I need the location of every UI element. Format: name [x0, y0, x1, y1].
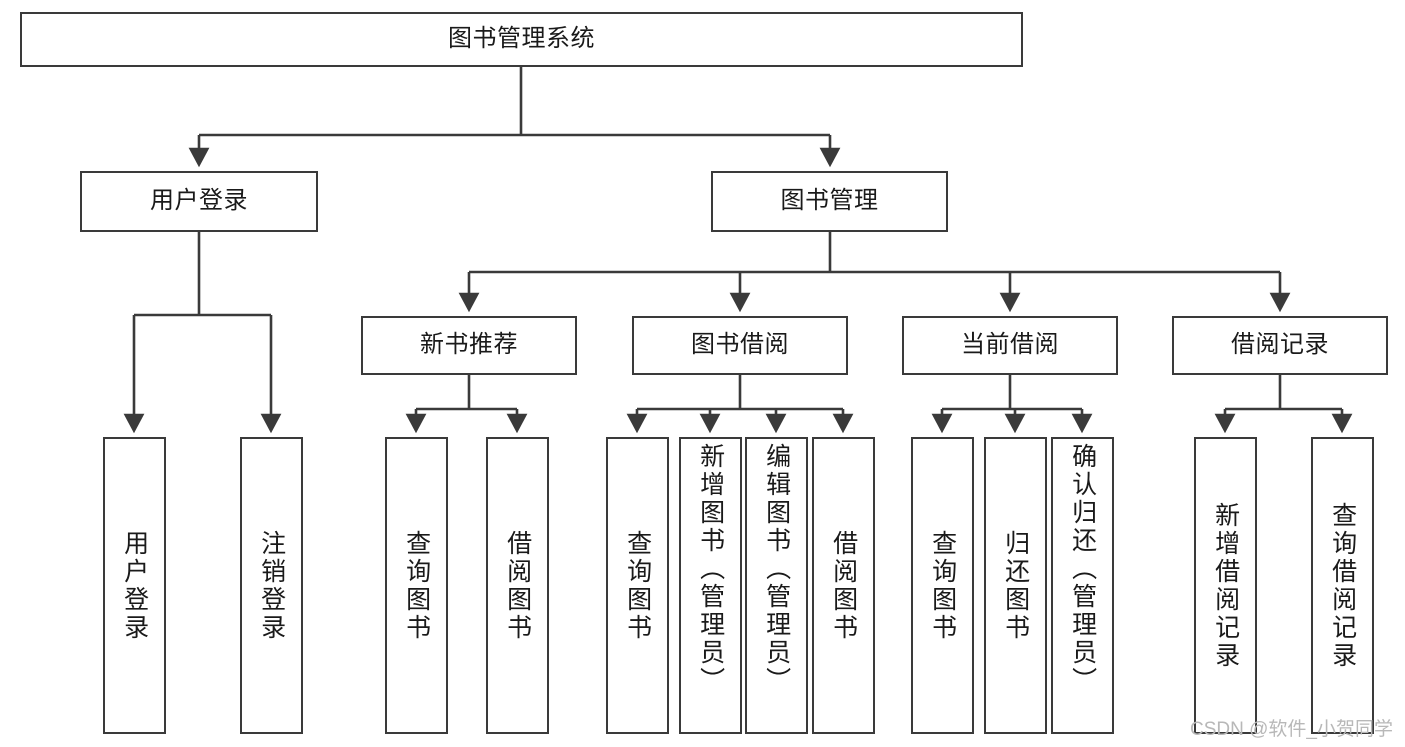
node-book-manage[interactable]: 图书管理 [711, 171, 948, 232]
node-leaf-borrow-book-1[interactable]: 借阅图书 [486, 437, 549, 734]
node-label: 归还图书 [1001, 529, 1030, 642]
node-label: 新增图书（管理员） [696, 443, 725, 695]
node-label: 查询借阅记录 [1328, 501, 1357, 670]
node-label: 查询图书 [623, 529, 652, 642]
node-label: 借阅图书 [503, 529, 532, 642]
node-leaf-add-record[interactable]: 新增借阅记录 [1194, 437, 1257, 734]
node-label: 图书借阅 [691, 331, 789, 359]
node-label: 编辑图书（管理员） [762, 443, 791, 695]
node-root[interactable]: 图书管理系统 [20, 12, 1023, 67]
node-leaf-user-logout[interactable]: 注销登录 [240, 437, 303, 734]
node-leaf-query-book-1[interactable]: 查询图书 [385, 437, 448, 734]
node-leaf-confirm-return[interactable]: 确认归还（管理员） [1051, 437, 1114, 734]
node-borrow-record[interactable]: 借阅记录 [1172, 316, 1388, 375]
node-label: 借阅记录 [1231, 331, 1329, 359]
node-new-book-rec[interactable]: 新书推荐 [361, 316, 577, 375]
csdn-watermark: CSDN @软件_小贺同学 [1190, 719, 1393, 740]
node-label: 用户登录 [150, 187, 248, 215]
node-leaf-edit-book[interactable]: 编辑图书（管理员） [745, 437, 808, 734]
node-leaf-user-login[interactable]: 用户登录 [103, 437, 166, 734]
node-leaf-add-book[interactable]: 新增图书（管理员） [679, 437, 742, 734]
node-leaf-query-book-2[interactable]: 查询图书 [606, 437, 669, 734]
node-leaf-query-record[interactable]: 查询借阅记录 [1311, 437, 1374, 734]
node-book-borrow[interactable]: 图书借阅 [632, 316, 848, 375]
node-label: 用户登录 [120, 529, 149, 642]
node-label: 确认归还（管理员） [1068, 443, 1097, 695]
node-user-login[interactable]: 用户登录 [80, 171, 318, 232]
node-leaf-query-book-3[interactable]: 查询图书 [911, 437, 974, 734]
node-label: 借阅图书 [829, 529, 858, 642]
node-leaf-return-book[interactable]: 归还图书 [984, 437, 1047, 734]
node-current-borrow[interactable]: 当前借阅 [902, 316, 1118, 375]
node-label: 查询图书 [928, 529, 957, 642]
node-label: 图书管理 [780, 187, 879, 215]
node-label: 注销登录 [257, 529, 286, 642]
node-label: 图书管理系统 [448, 25, 595, 53]
node-label: 当前借阅 [961, 331, 1059, 359]
node-leaf-borrow-book-2[interactable]: 借阅图书 [812, 437, 875, 734]
node-label: 查询图书 [402, 529, 431, 642]
node-label: 新书推荐 [420, 331, 518, 359]
node-label: 新增借阅记录 [1211, 501, 1240, 670]
